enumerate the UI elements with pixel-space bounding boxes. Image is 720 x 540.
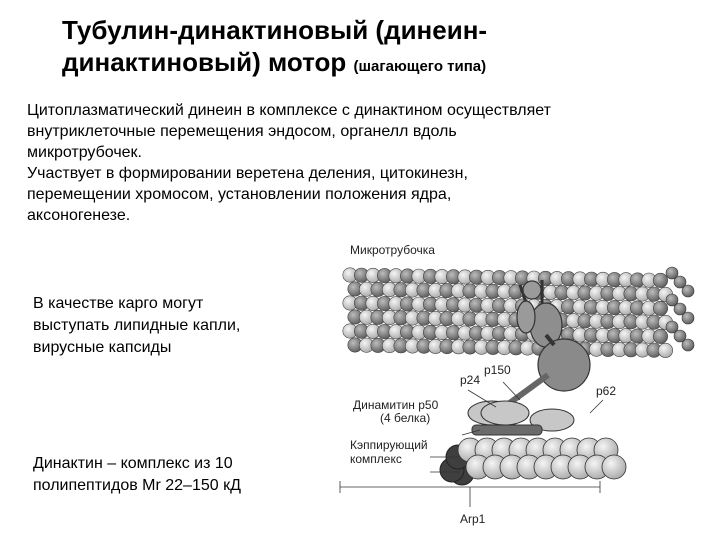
title-subtitle: (шагающего типа) [353,58,487,75]
dynactin-complex [439,400,627,486]
tubulin-subunit [665,266,679,280]
label-dynamitin-2: (4 белка) [380,411,430,425]
label-p150: p150 [484,363,511,377]
leader-lines [339,381,604,507]
tubulin-subunit [657,342,673,358]
title-line-2: динактиновый) мотор [62,47,347,77]
dynein-dynactin-diagram: Микротрубочка p150 p24 Динамитин р50 (4 … [339,243,695,526]
tubulin-subunit [681,338,695,352]
cargo-note: В качестве карго могут выступать липидны… [33,293,323,359]
microtubule-cylinder [342,266,695,358]
tubulin-subunit [681,311,695,325]
tubulin-subunit [673,275,687,289]
tubulin-subunit [665,293,679,307]
cargo-line: выступать липидные капли, [33,317,241,334]
label-dynamitin-1: Динамитин р50 [353,398,439,412]
tubulin-subunit [681,284,695,298]
slide-title: Тубулин-динактиновый (динеин- динактинов… [62,14,712,83]
label-capping-1: Кэппирующий [350,438,428,452]
tubulin-subunit [673,302,687,316]
tubulin-subunit [652,300,668,316]
tubulin-subunit [652,272,668,288]
label-p24: p24 [460,373,480,387]
cargo-line: вирусные капсиды [33,339,172,356]
dynein-heads [483,280,591,424]
label-microtubule: Микротрубочка [350,243,435,257]
intro-line: перемещении хромосом, установлении полож… [27,186,452,203]
dynactin-note: Динактин – комплекс из 10 полипептидов M… [33,453,313,497]
intro-line: Участвует в формировании веретена делени… [27,165,468,182]
arp1-subunit [601,454,627,480]
intro-paragraph: Цитоплазматический динеин в комплексе с … [27,100,707,226]
label-capping-2: комплекс [350,452,402,466]
dynactin-line: Динактин – комплекс из 10 [33,455,233,472]
intro-line: внутриклеточные перемещения эндосом, орг… [27,123,457,140]
label-arp1: Arp1 [460,512,486,526]
intro-line: Цитоплазматический динеин в комплексе с … [27,102,551,119]
label-p62: p62 [596,384,616,398]
title-line-1: Тубулин-динактиновый (динеин- [62,15,488,45]
cargo-line: В качестве карго могут [33,295,204,312]
intro-line: аксоногенезе. [27,207,131,224]
intro-line: микротрубочек. [27,144,142,161]
tubulin-subunit [673,329,687,343]
dynactin-line: полипептидов Mr 22–150 кД [33,477,241,494]
tubulin-subunit [665,320,679,334]
tubulin-subunit [652,328,668,344]
